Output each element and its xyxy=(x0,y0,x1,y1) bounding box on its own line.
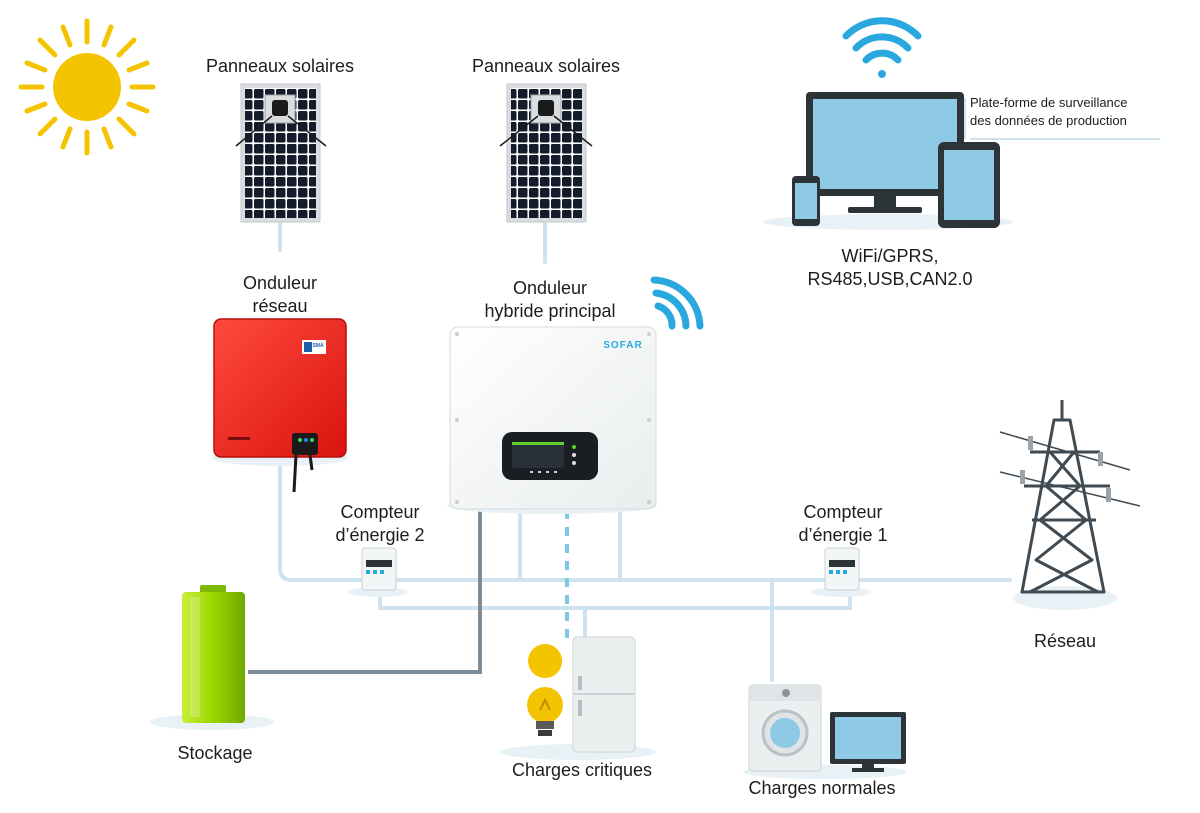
label-communication: WiFi/GPRS, RS485,USB,CAN2.0 xyxy=(790,245,990,291)
battery-dc-line xyxy=(248,510,482,674)
label-monitoring-line1: Plate-forme de surveillance xyxy=(970,95,1128,110)
normal-loads-icons xyxy=(743,684,907,779)
energy-meter-1 xyxy=(811,547,871,597)
sma-logo: SMA xyxy=(312,343,324,349)
monitoring-devices xyxy=(763,92,1013,230)
label-storage: Stockage xyxy=(177,743,253,763)
label-critical-loads: Charges critiques xyxy=(511,760,653,780)
label-normal-loads: Charges normales xyxy=(748,778,896,798)
hybrid-wifi-icon xyxy=(650,276,704,330)
label-hybrid-inverter: Onduleur hybride principal xyxy=(450,277,650,323)
sofar-logo: SOFAR xyxy=(603,340,643,351)
solar-panel-left xyxy=(235,83,327,223)
energy-meter-2 xyxy=(348,547,408,597)
sun-icon xyxy=(18,18,156,156)
label-meter-2-line2: d’énergie 2 xyxy=(335,525,425,545)
label-grid-inverter-line2: réseau xyxy=(252,296,308,316)
wiring xyxy=(278,216,1012,682)
hybrid-inverter xyxy=(447,326,657,514)
label-grid: Réseau xyxy=(1033,631,1097,651)
label-panels-center: Panneaux solaires xyxy=(471,56,621,76)
label-hybrid-inverter-line1: Onduleur xyxy=(512,278,588,298)
label-grid-inverter-line1: Onduleur xyxy=(242,273,318,293)
battery-icon xyxy=(150,585,274,730)
power-pylon-icon xyxy=(999,400,1141,610)
label-meter-2-line1: Compteur xyxy=(340,502,420,522)
label-meter-1-line1: Compteur xyxy=(803,502,883,522)
grid-inverter xyxy=(212,318,348,493)
label-communication-line1: WiFi/GPRS, xyxy=(841,246,939,266)
solar-panel-center xyxy=(499,83,593,223)
label-panels-left: Panneaux solaires xyxy=(205,56,355,76)
label-communication-line2: RS485,USB,CAN2.0 xyxy=(807,269,973,289)
label-hybrid-inverter-line2: hybride principal xyxy=(484,301,616,321)
main-ac-bus-line xyxy=(278,461,1012,582)
label-meter-1-line2: d’énergie 1 xyxy=(798,525,888,545)
meter-link-line xyxy=(378,586,852,610)
critical-loads-icons xyxy=(500,636,656,760)
label-grid-inverter: Onduleur réseau xyxy=(200,272,360,318)
wifi-icon xyxy=(842,17,922,78)
label-meter-2: Compteur d’énergie 2 xyxy=(300,501,460,547)
label-monitoring-line2: des données de production xyxy=(970,113,1127,128)
label-monitoring: Plate-forme de surveillance des données … xyxy=(970,94,1170,130)
label-meter-1: Compteur d’énergie 1 xyxy=(763,501,923,547)
